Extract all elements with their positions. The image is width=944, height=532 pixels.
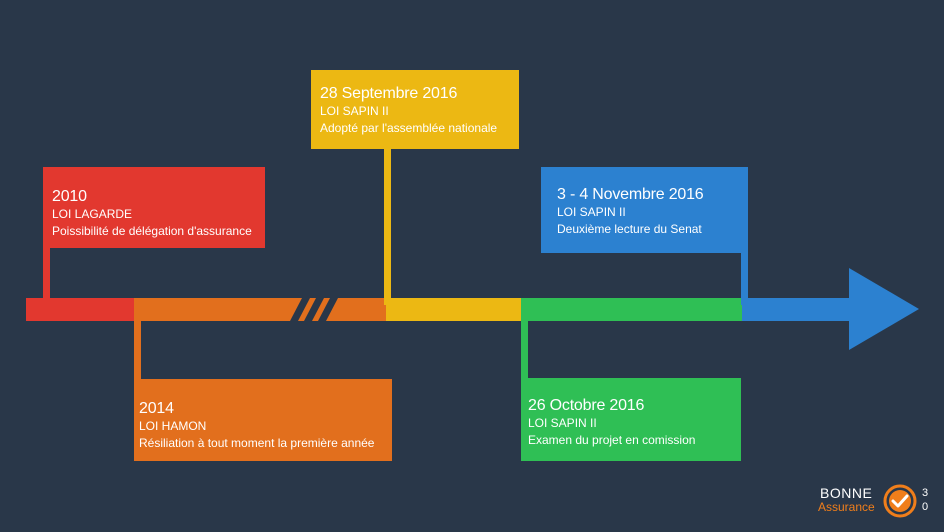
event-law: LOI SAPIN II (557, 205, 626, 219)
arrow-head-icon (849, 268, 919, 350)
event-card-oct-2016: 26 Octobre 2016 LOI SAPIN II Examen du p… (521, 378, 741, 461)
logo-word-bonne: BONNE (820, 485, 873, 501)
connector-nov-2016 (741, 230, 748, 305)
timeline-segment-orange (134, 298, 386, 321)
event-description: Examen du projet en comission (528, 433, 696, 447)
connector-2014 (134, 315, 141, 400)
checkmark-badge-icon (883, 484, 917, 518)
event-card-sept-2016: 28 Septembre 2016 LOI SAPIN II Adopté pa… (311, 70, 519, 149)
logo-side-digits: 3 0 (922, 487, 929, 513)
bonne-assurance-logo: BONNE Assurance 3 0 (818, 484, 936, 520)
connector-oct-2016 (521, 315, 528, 400)
event-date: 28 Septembre 2016 (320, 85, 458, 102)
event-description: Résiliation à tout moment la première an… (139, 436, 375, 450)
double-slash-break-icon (290, 298, 338, 321)
event-description: Poissibilité de délégation d'assurance (52, 224, 252, 238)
event-card-2010: 2010 LOI LAGARDE Poissibilité de délégat… (43, 167, 265, 248)
event-law: LOI HAMON (139, 419, 207, 433)
timeline-segment-blue (742, 298, 852, 321)
timeline-segment-red (26, 298, 134, 321)
connector-sept-2016 (384, 130, 391, 305)
logo-word-assurance: Assurance (818, 500, 875, 514)
event-date: 2010 (52, 188, 87, 205)
connector-2010 (43, 195, 50, 305)
event-card-2014: 2014 LOI HAMON Résiliation à tout moment… (134, 379, 392, 461)
timeline-segment-green (521, 298, 742, 321)
event-law: LOI SAPIN II (528, 416, 597, 430)
event-description: Deuxième lecture du Senat (557, 222, 702, 236)
event-card-nov-2016: 3 - 4 Novembre 2016 LOI SAPIN II Deuxièm… (541, 167, 748, 253)
event-law: LOI LAGARDE (52, 207, 133, 221)
timeline-segment-yellow (386, 298, 521, 321)
event-date: 3 - 4 Novembre 2016 (557, 186, 704, 203)
event-law: LOI SAPIN II (320, 104, 389, 118)
event-date: 26 Octobre 2016 (528, 397, 645, 414)
event-date: 2014 (139, 400, 174, 417)
event-description: Adopté par l'assemblée nationale (320, 121, 498, 135)
